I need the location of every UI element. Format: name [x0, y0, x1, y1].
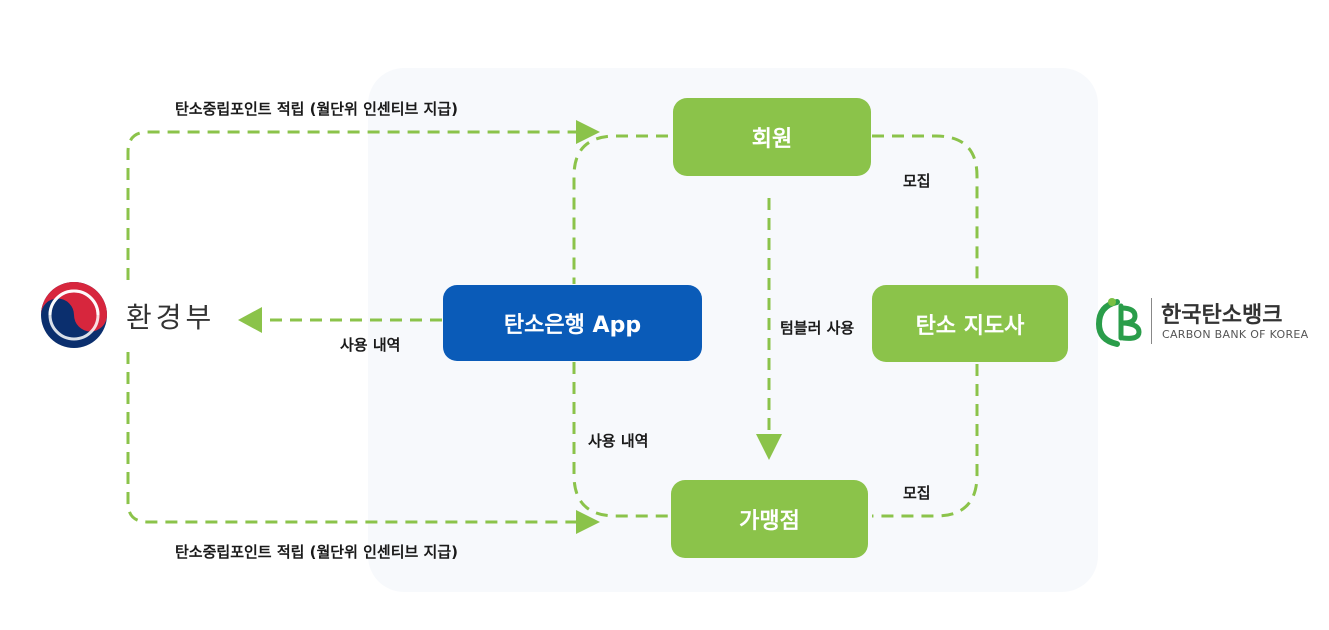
node-carbon-bank-app: 탄소은행 App [443, 285, 702, 361]
node-merchant: 가맹점 [671, 480, 868, 558]
carbon-bank-divider [1151, 298, 1152, 344]
carbon-bank-name: 한국탄소뱅크 [1161, 303, 1283, 328]
arrow-head-points-top [576, 120, 600, 144]
label-recruit-bottom: 모집 [903, 484, 931, 502]
connector-points-top [126, 130, 576, 280]
ministry-name: 환경부 [126, 301, 216, 334]
arrow-head-usage-left [238, 307, 262, 333]
label-tumbler: 텀블러 사용 [780, 319, 855, 337]
label-recruit-top: 모집 [903, 172, 931, 190]
carbon-bank-logo-icon [1095, 298, 1142, 347]
arrow-head-points-bottom [576, 510, 600, 534]
label-points-bottom: 탄소중립포인트 적립 (월단위 인센티브 지급) [175, 543, 459, 561]
carbon-bank-subtitle: CARBON BANK OF KOREA [1162, 328, 1309, 341]
node-member: 회원 [673, 98, 871, 176]
connector-points-bottom [126, 352, 576, 524]
label-usage-bottom: 사용 내역 [588, 432, 649, 450]
connector-recruit-bottom [872, 364, 979, 518]
taegeuk-logo-icon [41, 282, 107, 348]
connector-recruit-top [872, 134, 979, 282]
node-carbon-instructor: 탄소 지도사 [872, 285, 1068, 362]
label-points-top: 탄소중립포인트 적립 (월단위 인센티브 지급) [175, 100, 459, 118]
connector-member-app [572, 134, 668, 284]
arrow-head-tumbler [756, 434, 782, 460]
connector-app-merchant [572, 362, 668, 518]
label-usage-left: 사용 내역 [340, 336, 401, 354]
